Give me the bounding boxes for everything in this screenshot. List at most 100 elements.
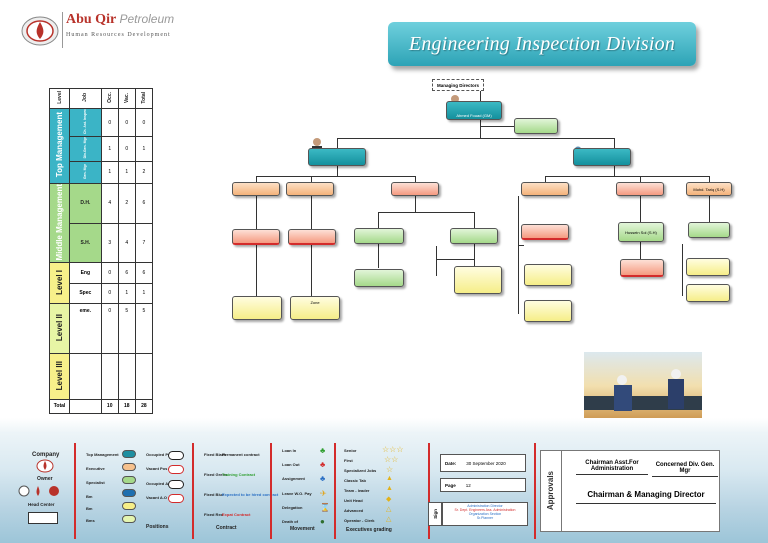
legend-chip-yellow: [122, 502, 136, 510]
technician-box[interactable]: [524, 300, 572, 322]
company-subtitle: Human Resources Development: [66, 32, 171, 38]
rank-icon: ▲: [386, 485, 393, 492]
company-logo-icon: [36, 459, 54, 473]
legend-contract-value: Training Contract: [222, 472, 256, 477]
total-cell: 6: [134, 262, 154, 284]
sign-label: Sign: [432, 509, 438, 519]
specialist-box[interactable]: [354, 269, 404, 287]
legend-movement-item: Loan In: [282, 448, 297, 453]
engineer-hussein-box[interactable]: Hussein Sol (S.H): [618, 222, 664, 242]
leave-icon: ✈: [320, 489, 327, 498]
engineer-box[interactable]: [232, 229, 280, 245]
top-manager-box[interactable]: Ahmed Fouad (GM): [446, 101, 502, 120]
section-head-box[interactable]: [521, 182, 569, 196]
date-block: Date:30 September 2020: [440, 454, 526, 472]
legend-oval-occupied-ao: [168, 480, 184, 489]
specialist-box[interactable]: [620, 259, 664, 277]
technician-box[interactable]: [686, 258, 730, 276]
vac-cell: 1: [117, 282, 136, 304]
section-head-box[interactable]: [232, 182, 280, 196]
job-cell: D.H.: [69, 182, 102, 224]
total-occ: 10: [100, 398, 119, 415]
approvals-title: Approvals: [546, 471, 555, 511]
legend-grading-title: Executives grading: [346, 527, 392, 533]
loan-out-icon: ♣: [320, 460, 326, 469]
col-header-vac: Vac.: [123, 92, 130, 103]
connector-line: [415, 176, 416, 182]
engineer-box[interactable]: [354, 228, 404, 244]
legend-divider: [534, 443, 536, 539]
approver-chairman-asst: Chairman Asst.For Administration: [576, 460, 648, 475]
vac-cell: 0: [117, 108, 136, 138]
section-head-box[interactable]: [391, 182, 439, 196]
legend-divider: [74, 443, 76, 539]
legend-movement-item: Assignment: [282, 476, 305, 481]
total-cell: 6: [134, 182, 154, 224]
total-cell: 5: [134, 302, 154, 354]
table-row: Top Management Ch. Ast. Inspec 0 0 0: [49, 108, 154, 184]
section-head-mk-box[interactable]: Mohd. Tariq (S.H): [686, 182, 732, 196]
legend-chip-lime: [122, 515, 136, 523]
section-head-box[interactable]: [286, 182, 334, 196]
page-value: 12: [465, 482, 471, 488]
grade-summary-table: Level Job Occ. Vac. Total Top Management…: [49, 87, 154, 415]
technician-box[interactable]: [454, 266, 502, 294]
legend-contract-value: Expat Contract: [222, 512, 251, 517]
owner-logos-icon: [18, 485, 59, 497]
section-head-mk-name: Mohd. Tariq (S.H): [693, 186, 725, 192]
section-head-box[interactable]: [616, 182, 664, 196]
legend-divider: [270, 443, 272, 539]
connector-line: [436, 246, 437, 276]
legend-grading-item: Operator - Clerk: [344, 518, 375, 523]
table-row: Level I Eng 0 6 6: [49, 262, 154, 304]
vac-cell: 4: [117, 222, 136, 264]
legend-grading-item: Unit Head: [344, 498, 363, 503]
sign-line: Organization Section: [468, 512, 502, 516]
engineer-box[interactable]: [288, 229, 336, 245]
technician-box[interactable]: [524, 264, 572, 286]
total-cell: 7: [134, 222, 154, 264]
connector-line: [378, 212, 474, 213]
engineer-box[interactable]: [688, 222, 730, 238]
job-cell: eme.: [69, 302, 102, 354]
table-header-row: Level Job Occ. Vac. Total: [49, 87, 154, 110]
technician-zone-box[interactable]: Zone: [290, 296, 340, 320]
connector-line: [311, 176, 312, 182]
legend-grading-item: First: [344, 458, 353, 463]
legend-position-label: Vacant A.O: [146, 495, 167, 500]
legend-contract-value: Expected to be hired contract: [222, 492, 279, 497]
connector-line: [256, 176, 415, 177]
col-header-occ: Occ.: [106, 92, 113, 103]
connector-line: [518, 196, 519, 314]
legend-movement-title: Movement: [290, 526, 315, 532]
legend-oval-occupied: [168, 451, 184, 460]
connector-line: [709, 176, 710, 182]
engineer-hussein-name: Hussein Sol (S.H): [625, 229, 657, 235]
legend-level-label: Specialist: [86, 480, 105, 485]
vac-cell: 6: [117, 262, 136, 284]
assistant-vacant-box[interactable]: [514, 118, 558, 134]
legend-position-label: Occupied A.O: [146, 481, 173, 486]
legend-divider: [428, 443, 430, 539]
death-icon: ●: [320, 517, 325, 526]
engineer-box[interactable]: [450, 228, 498, 244]
table-row: Div.Gen. Mgr 1 0 1: [50, 136, 154, 162]
section-middle-management: Middle Management: [55, 183, 64, 261]
section-level-1: Level I: [55, 269, 64, 295]
legend-contract-item: Fixed Blue: [204, 492, 225, 497]
engineer-box[interactable]: [521, 224, 569, 240]
legend-chip-orange: [122, 463, 136, 471]
delegation-icon: ⌛: [320, 503, 330, 512]
technician-box[interactable]: [686, 284, 730, 302]
connector-line: [337, 138, 338, 150]
dept-manager-right-box[interactable]: [573, 148, 631, 166]
connector-line: [480, 120, 481, 138]
table-row: Spec 0 1 1: [50, 282, 154, 304]
dept-manager-left-box[interactable]: [308, 148, 366, 166]
legend-grading-item: Classic Tab: [344, 478, 366, 483]
total-label: Total: [49, 398, 70, 415]
technician-box[interactable]: [232, 296, 282, 320]
vac-cell: 2: [117, 182, 136, 224]
sign-line: Sr. Dept. Engineers Ass. Administration: [454, 508, 516, 512]
